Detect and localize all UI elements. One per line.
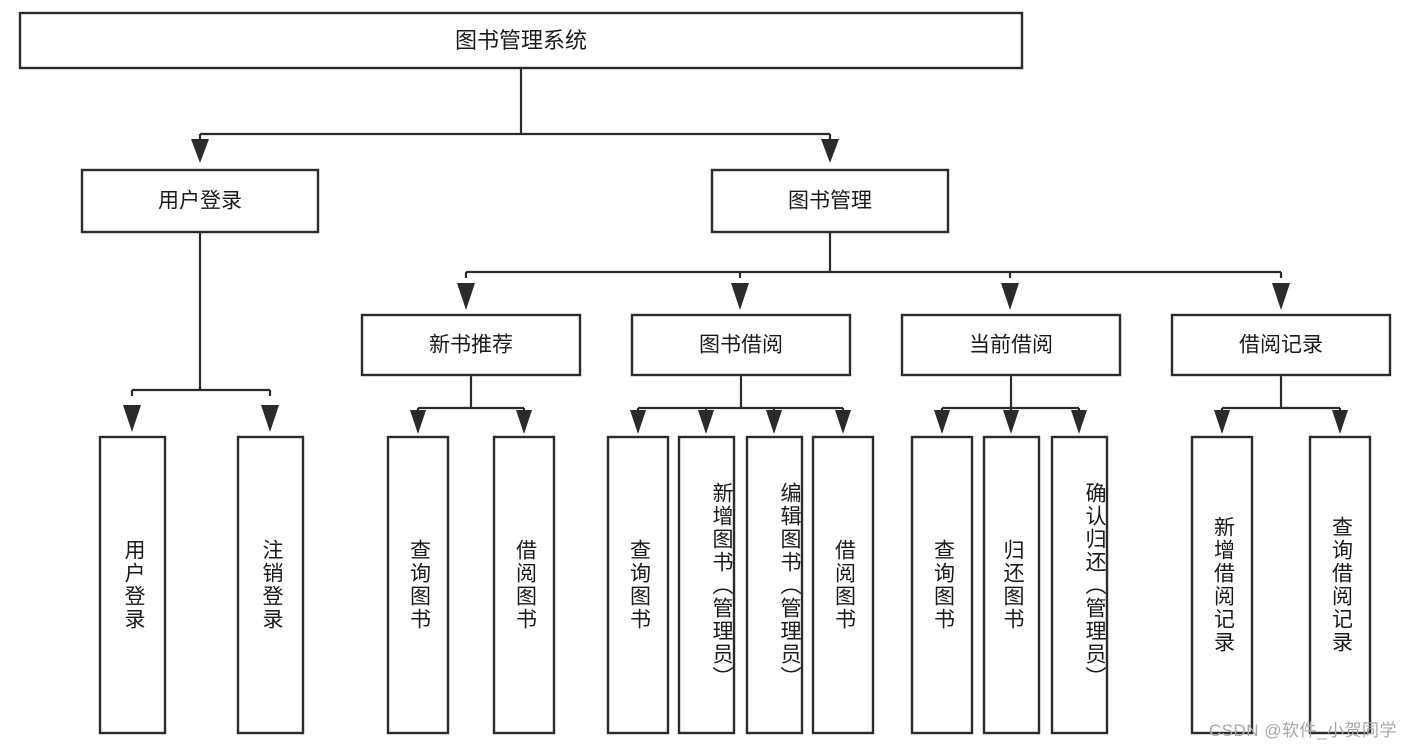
leaf-box-newbook-borrow[interactable] <box>492 435 556 735</box>
leaf-box-user-login[interactable] <box>98 435 167 735</box>
arrowhead-leaf-logout <box>261 405 279 432</box>
csdn-watermark: CSDN @软件_小贺同学 <box>1208 721 1397 740</box>
connectors-currentborrow-to-leaves <box>934 375 1087 434</box>
arrowhead-user-login <box>191 139 209 163</box>
arrowhead-bookborrow-query <box>630 410 646 434</box>
node-current-borrow-box <box>900 313 1122 377</box>
arrowhead-book-mgmt <box>821 139 839 163</box>
leaf-box-bookborrow-add[interactable] <box>677 435 736 735</box>
arrowhead-newbook-borrow <box>516 410 532 434</box>
leaf-box-bookborrow-query[interactable] <box>606 435 670 735</box>
node-new-book-recommend-label: 新书推荐 <box>429 334 513 357</box>
connectors-newbook-to-leaves <box>410 375 532 434</box>
arrowhead-bookborrow-add <box>698 410 714 434</box>
node-book-management-box <box>710 168 950 234</box>
node-borrow-record-box <box>1170 313 1392 377</box>
arrowhead-borrow-record <box>1272 283 1290 310</box>
node-current-borrow[interactable]: 当前借阅 <box>900 313 1122 377</box>
leaf-box-borrowrecord-query[interactable] <box>1308 435 1372 735</box>
node-root-box <box>18 11 1024 70</box>
arrowhead-leaf-user-login <box>123 405 141 432</box>
leaf-box-bookborrow-edit[interactable] <box>745 435 804 735</box>
leaf-box-currentborrow-query[interactable] <box>910 435 974 735</box>
arrowhead-borrowrecord-query <box>1332 410 1348 434</box>
leaf-box-currentborrow-return[interactable] <box>982 435 1041 735</box>
arrowhead-current-borrow <box>1001 283 1019 310</box>
connectors-borrowrecord-to-leaves <box>1214 375 1348 434</box>
arrowhead-bookborrow-borrow <box>835 410 851 434</box>
leaf-box-borrowrecord-add[interactable] <box>1190 435 1254 735</box>
arrowhead-new-book <box>457 283 475 310</box>
node-user-login-label: 用户登录 <box>158 190 242 213</box>
node-book-borrow[interactable]: 图书借阅 <box>630 313 852 377</box>
node-current-borrow-label: 当前借阅 <box>969 334 1053 357</box>
arrowhead-currentborrow-return <box>1003 410 1019 434</box>
node-root-label: 图书管理系统 <box>455 28 587 53</box>
node-root-book-management-system[interactable]: 图书管理系统 <box>18 11 1024 70</box>
node-borrow-record-label: 借阅记录 <box>1239 334 1323 357</box>
arrowhead-newbook-query <box>410 410 426 434</box>
leaf-box-newbook-query[interactable] <box>386 435 450 735</box>
arrowhead-book-borrow <box>731 283 749 310</box>
leaf-box-currentborrow-confirm[interactable] <box>1050 435 1109 735</box>
arrowhead-borrowrecord-add <box>1214 410 1230 434</box>
node-new-book-recommend-box <box>360 313 582 377</box>
connectors-bookmgmt-to-level2 <box>457 232 1290 310</box>
leaf-box-logout[interactable] <box>236 435 305 735</box>
arrowhead-currentborrow-confirm <box>1071 410 1087 434</box>
arrowhead-currentborrow-query <box>934 410 950 434</box>
node-book-management[interactable]: 图书管理 <box>710 168 950 234</box>
leaf-box-bookborrow-borrow[interactable] <box>811 435 875 735</box>
node-book-borrow-box <box>630 313 852 377</box>
node-new-book-recommend[interactable]: 新书推荐 <box>360 313 582 377</box>
node-borrow-record[interactable]: 借阅记录 <box>1170 313 1392 377</box>
node-user-login[interactable]: 用户登录 <box>80 168 320 234</box>
connectors-userlogin-to-leaves <box>123 232 279 432</box>
connectors-bookborrow-to-leaves <box>630 375 851 434</box>
connectors-root-to-level1 <box>191 68 839 163</box>
node-user-login-box <box>80 168 320 234</box>
node-book-management-label: 图书管理 <box>788 190 872 213</box>
node-book-borrow-label: 图书借阅 <box>699 334 783 357</box>
arrowhead-bookborrow-edit <box>766 410 782 434</box>
